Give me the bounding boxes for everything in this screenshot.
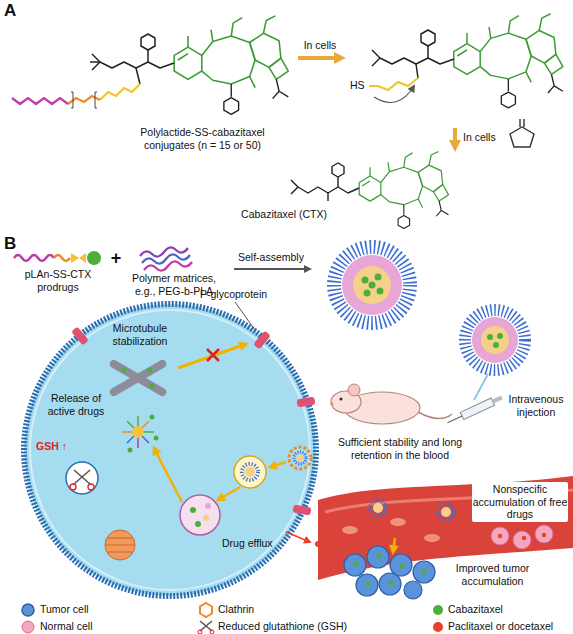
injection-line	[474, 374, 488, 400]
intermediate-node: HS	[345, 8, 567, 126]
node-text: Cabazitaxel (CTX)	[234, 208, 334, 221]
annotation: Drug efflux	[222, 537, 282, 550]
cabazitaxel-node: Cabazitaxel (CTX)	[232, 150, 482, 234]
reaction-arrow	[453, 128, 457, 148]
accumulation-arrow	[393, 538, 395, 552]
legend-text: Clathrin	[218, 603, 254, 616]
micelle	[334, 247, 410, 323]
normal-cells	[491, 525, 553, 549]
panel-letter: A	[4, 1, 24, 21]
legend-text: Cabazitaxel	[448, 603, 503, 616]
node-text: Polylactide-SS-cabazitaxel conjugates (n…	[115, 126, 290, 151]
drug-release-burst	[122, 415, 159, 453]
annotation: Release of active drugs	[44, 392, 108, 417]
tumor-cluster	[344, 546, 435, 599]
micelle	[465, 310, 525, 370]
edge-label: In cells	[463, 131, 496, 144]
annotation: P-glycoprotein	[200, 288, 284, 301]
legend-icons	[22, 603, 214, 634]
reaction-arrow	[298, 56, 342, 60]
annotation: Nonspecific accumulation of free drugs	[472, 482, 568, 522]
cyclic-byproduct	[510, 119, 534, 147]
node-text: pLAn-SS-CTX prodrugs	[8, 268, 108, 293]
assembly-arrow	[234, 268, 310, 270]
panel-letter: B	[4, 234, 24, 254]
legend-text: Tumor cell	[40, 603, 89, 616]
annotation: +	[109, 248, 123, 270]
legend-swatch	[433, 605, 443, 615]
blood-vessel	[318, 476, 573, 580]
p-glycoprotein	[71, 327, 315, 516]
annotation: Improved tumor accumulation	[445, 562, 540, 587]
legend-text: Normal cell	[40, 620, 93, 633]
conjugate-structure	[12, 16, 288, 114]
polymer-matrix-icon	[140, 247, 192, 270]
pgp-leader	[235, 302, 255, 330]
legend-text: Paclitaxel or docetaxel	[448, 620, 553, 633]
legend-swatch	[433, 622, 443, 632]
endocytosis-path	[154, 447, 311, 535]
annotation: Self-assembly	[226, 251, 316, 264]
thiol-intermediate-structure	[369, 14, 563, 108]
blocked-efflux-arrow	[178, 344, 246, 368]
prodrug-node: pLAn-SS-CTX prodrugs	[8, 248, 108, 297]
annotation: Intravenous injection	[503, 393, 569, 418]
prodrug-icon	[14, 251, 101, 265]
mouse	[330, 384, 452, 424]
annotation: Microtubule stabilization	[98, 322, 182, 347]
syringe	[446, 394, 504, 427]
edge-label: In cells	[290, 39, 350, 52]
node-text: HS	[350, 79, 372, 92]
legend-text: Reduced glutathione (GSH)	[218, 620, 347, 633]
gsh-vesicle	[66, 462, 98, 494]
organelle	[105, 530, 135, 560]
microtubule	[108, 359, 167, 398]
annotation: Sufficient stability and long retention …	[320, 436, 480, 461]
annotation: GSH ↑	[36, 440, 86, 453]
tumor-cell	[24, 304, 316, 596]
efflux-drugs	[286, 529, 331, 559]
conjugate-node: Polylactide-SS-cabazitaxel conjugates (n…	[10, 8, 295, 155]
